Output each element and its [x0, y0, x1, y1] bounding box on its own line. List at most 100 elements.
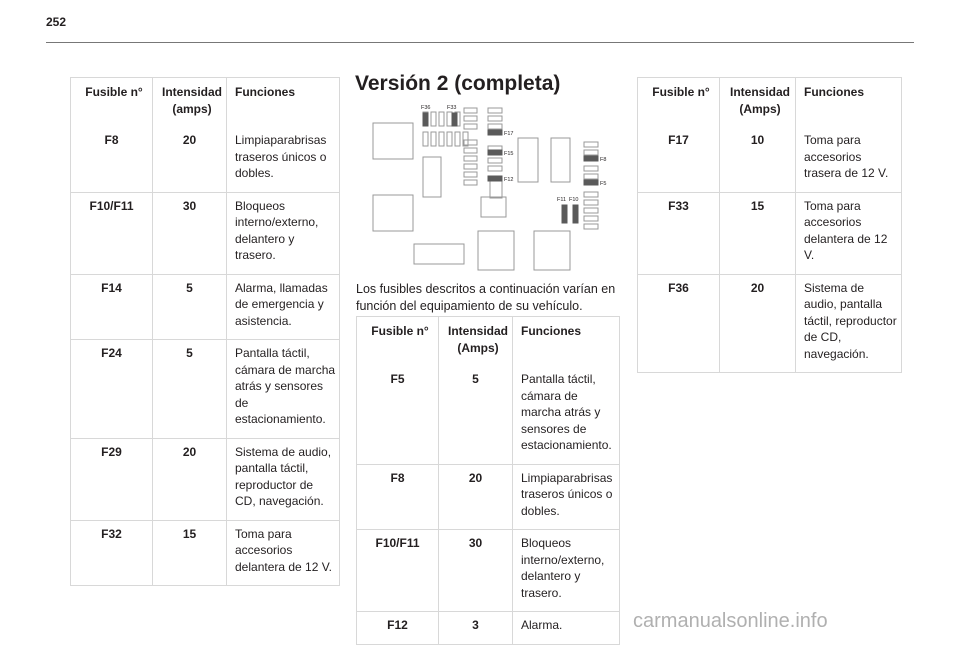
- relay-block: [422, 156, 442, 198]
- intro-text: Los fusibles descritos a continuación va…: [356, 282, 616, 313]
- fuse-number: F8: [356, 463, 439, 530]
- fuse-column: [463, 107, 503, 186]
- header-fuse: Fusible n°: [70, 77, 153, 127]
- fuse-column: [583, 141, 599, 230]
- fuse-function: Bloqueos interno/externo, delantero y tr…: [226, 191, 340, 274]
- fuse-number: F12: [356, 611, 439, 644]
- fuse-function: Toma para accesorios delantera de 12 V.: [795, 191, 902, 274]
- fuse-f36: [422, 112, 429, 127]
- fuse-amps: 10: [719, 127, 796, 192]
- fuse-amps: 20: [719, 273, 796, 373]
- table-row: F14 5 Alarma, llamadas de emergencia y a…: [70, 273, 340, 340]
- relay-block: [517, 137, 539, 183]
- label-f15: F15: [504, 151, 513, 157]
- fuse-table-left: Fusible n° Intensidad (amps) Funciones F…: [70, 77, 340, 586]
- fuse-f5: [583, 179, 599, 186]
- table-row: F29 20 Sistema de audio, pantalla táctil…: [70, 437, 340, 520]
- header-amps: Intensidad (amps): [152, 77, 227, 127]
- fuse-amps: 5: [152, 339, 227, 438]
- fuse-number: F29: [70, 437, 153, 520]
- fuse-function: Bloqueos interno/externo, delantero y tr…: [512, 529, 620, 612]
- header-functions: Funciones: [512, 316, 620, 366]
- fuse-f17: [487, 129, 503, 136]
- fuse-function: Pantalla táctil, cámara de marcha atrás …: [226, 339, 340, 438]
- fuse-number: F8: [70, 127, 153, 192]
- fuse-amps: 30: [152, 191, 227, 274]
- relay-block: [480, 196, 507, 218]
- fuse-f12: [487, 175, 503, 182]
- table-row: F36 20 Sistema de audio, pantalla táctil…: [637, 273, 902, 373]
- relay-block: [550, 137, 571, 183]
- table-row: F8 20 Limpiaparabrisas traseros únicos o…: [70, 127, 340, 192]
- table-header-row: Fusible n° Intensidad (Amps) Funciones: [356, 316, 620, 366]
- table-row: F10/F11 30 Bloqueos interno/externo, del…: [70, 191, 340, 274]
- relay-block: [372, 194, 414, 232]
- table-row: F8 20 Limpiaparabrisas traseros únicos o…: [356, 463, 620, 530]
- label-f8: F8: [600, 157, 606, 163]
- relay-block: [533, 230, 571, 271]
- fuse-amps: 20: [152, 437, 227, 520]
- fuse-function: Sistema de audio, pantalla táctil, repro…: [226, 437, 340, 520]
- fuse-amps: 5: [438, 366, 513, 464]
- fuse-amps: 3: [438, 611, 513, 644]
- relay-block: [372, 122, 414, 160]
- fuse-function: Alarma.: [512, 611, 620, 644]
- fuse-number: F10/F11: [356, 529, 439, 612]
- fuse-function: Sistema de audio, pantalla táctil, repro…: [795, 273, 902, 373]
- fuse-f11: [561, 204, 568, 224]
- table-row: F24 5 Pantalla táctil, cámara de marcha …: [70, 339, 340, 438]
- fuse-function: Limpiaparabrisas traseros únicos o doble…: [512, 463, 620, 530]
- fuse-amps: 30: [438, 529, 513, 612]
- fuse-number: F32: [70, 519, 153, 586]
- label-f11: F11: [557, 197, 566, 203]
- section-title: Versión 2 (completa): [355, 72, 561, 95]
- fuse-function: Toma para accesorios trasera de 12 V.: [795, 127, 902, 192]
- fuse-amps: 20: [152, 127, 227, 192]
- fuse-number: F17: [637, 127, 720, 192]
- fuse-amps: 5: [152, 273, 227, 340]
- header-functions: Funciones: [795, 77, 902, 127]
- fuse-amps: 20: [438, 463, 513, 530]
- table-row: F33 15 Toma para accesorios delantera de…: [637, 191, 902, 274]
- table-header-row: Fusible n° Intensidad (amps) Funciones: [70, 77, 340, 127]
- table-row: F17 10 Toma para accesorios trasera de 1…: [637, 127, 902, 192]
- fuse-number: F36: [637, 273, 720, 373]
- header-amps: Intensidad (Amps): [438, 316, 513, 366]
- fuse-table-middle: Fusible n° Intensidad (Amps) Funciones F…: [356, 316, 620, 645]
- fuse-function: Limpiaparabrisas traseros únicos o doble…: [226, 127, 340, 192]
- header-fuse: Fusible n°: [356, 316, 439, 366]
- table-row: F10/F11 30 Bloqueos interno/externo, del…: [356, 529, 620, 612]
- header-rule: [46, 42, 914, 43]
- label-f33: F33: [447, 105, 456, 111]
- header-functions: Funciones: [226, 77, 340, 127]
- fuse-f15: [487, 149, 503, 156]
- fuse-function: Alarma, llamadas de emergencia y asisten…: [226, 273, 340, 340]
- label-f5: F5: [600, 181, 606, 187]
- table-row: F12 3 Alarma.: [356, 611, 620, 644]
- fuse-f33: [451, 112, 458, 127]
- table-header-row: Fusible n° Intensidad (Amps) Funciones: [637, 77, 902, 127]
- fuse-number: F5: [356, 366, 439, 464]
- fuse-f10: [572, 204, 579, 224]
- fuse-function: Pantalla táctil, cámara de marcha atrás …: [512, 366, 620, 464]
- relay-block: [477, 230, 515, 271]
- table-row: F5 5 Pantalla táctil, cámara de marcha a…: [356, 366, 620, 464]
- fuse-table-right: Fusible n° Intensidad (Amps) Funciones F…: [637, 77, 902, 373]
- fuse-box-diagram: F36 F33 F17 F15 F12 F8 F5 F11 F10: [366, 100, 616, 272]
- fuse-function: Toma para accesorios delantera de 12 V.: [226, 519, 340, 586]
- watermark: carmanualsonline.info: [633, 610, 828, 632]
- fuse-amps: 15: [719, 191, 796, 274]
- label-f17: F17: [504, 131, 513, 137]
- label-f12: F12: [504, 177, 513, 183]
- fuse-number: F24: [70, 339, 153, 438]
- page-number: 252: [46, 15, 67, 29]
- relay-block: [413, 243, 465, 265]
- header-amps: Intensidad (Amps): [719, 77, 796, 127]
- fuse-number: F33: [637, 191, 720, 274]
- fuse-f8: [583, 155, 599, 162]
- fuse-slot-row: [422, 111, 469, 147]
- fuse-number: F10/F11: [70, 191, 153, 274]
- label-f10: F10: [569, 197, 578, 203]
- fuse-number: F14: [70, 273, 153, 340]
- fuse-amps: 15: [152, 519, 227, 586]
